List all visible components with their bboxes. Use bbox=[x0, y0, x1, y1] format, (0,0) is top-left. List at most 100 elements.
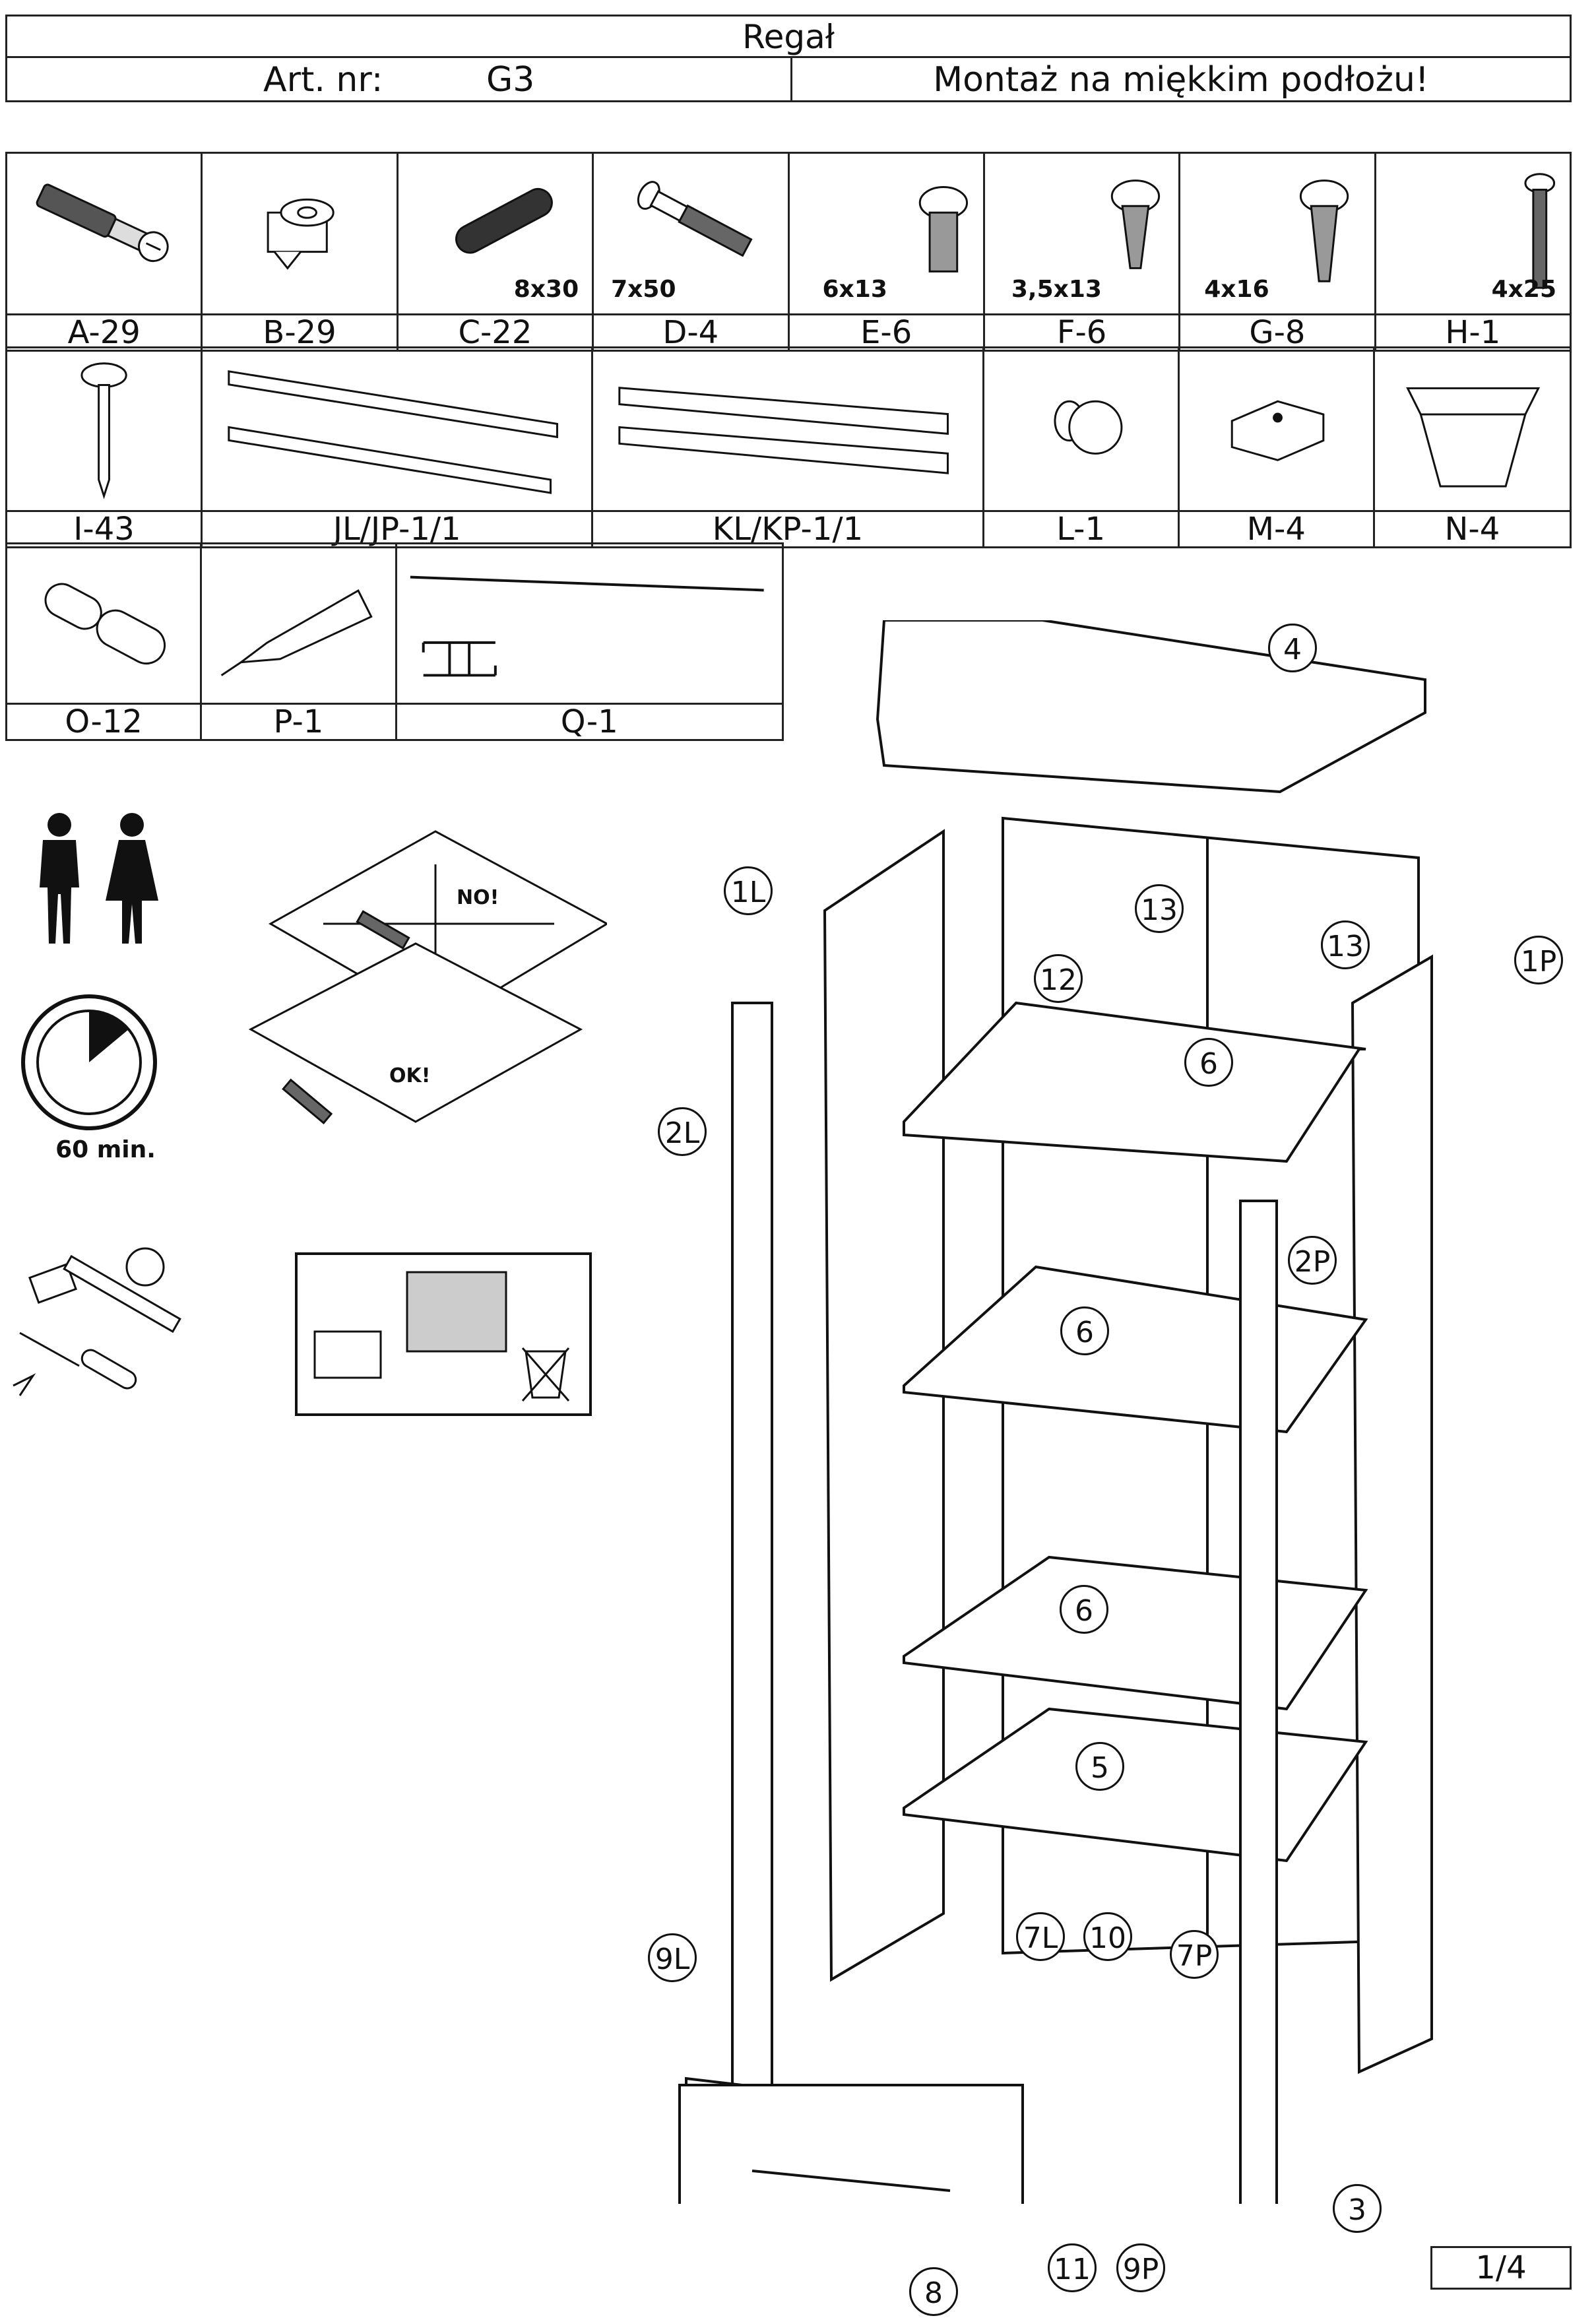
callout-7L: 7L bbox=[1016, 1912, 1065, 1961]
article-label: Art. nr: bbox=[263, 60, 383, 100]
nail-icon bbox=[80, 362, 127, 499]
drawer-runner-icon bbox=[618, 387, 949, 474]
part-cell-p bbox=[200, 542, 397, 705]
clock-icon bbox=[21, 994, 157, 1130]
hardware-table-row3: O-12 P-1 Q-1 bbox=[5, 542, 784, 742]
part-e-dimension: 6x13 bbox=[822, 275, 887, 303]
no-label: NO! bbox=[457, 886, 499, 909]
part-c-dimension: 8x30 bbox=[513, 275, 579, 303]
part-h-dimension: 4x25 bbox=[1491, 275, 1556, 303]
part-label-e: E-6 bbox=[787, 313, 985, 352]
glue-tube-icon bbox=[221, 589, 373, 676]
part-label-d: D-4 bbox=[592, 313, 790, 352]
part-g-dimension: 4x16 bbox=[1204, 275, 1269, 303]
callout-9L: 9L bbox=[648, 1933, 697, 1982]
part-cell-n bbox=[1372, 346, 1572, 512]
part-cell-k bbox=[591, 346, 984, 512]
callout-9P: 9P bbox=[1116, 2243, 1165, 2292]
callout-6c: 6 bbox=[1060, 1585, 1108, 1634]
header-divider bbox=[790, 58, 792, 100]
part-label-c: C-22 bbox=[396, 313, 594, 352]
article-row: Art. nr: G3 Montaż na miękkim podłożu! bbox=[5, 56, 1572, 102]
leg-icon bbox=[1405, 387, 1540, 488]
part-cell-o bbox=[5, 542, 203, 705]
front-leg-right bbox=[1239, 1200, 1278, 2204]
part-label-m: M-4 bbox=[1177, 509, 1375, 548]
front-leg-left bbox=[731, 1002, 773, 2126]
assembly-time: 60 min. bbox=[55, 1136, 156, 1163]
callout-2L: 2L bbox=[658, 1107, 707, 1156]
machine-screw-icon bbox=[1524, 173, 1555, 289]
callout-11: 11 bbox=[1048, 2243, 1097, 2292]
part-label-b: B-29 bbox=[201, 313, 399, 352]
part-cell-f: 3,5x13 bbox=[982, 152, 1181, 315]
hardware-table-row2: I-43 JL/JP-1/1 KL/KP-1/1 L-1 M-4 N-4 bbox=[5, 346, 1572, 548]
article-code: G3 bbox=[486, 60, 535, 100]
callout-3: 3 bbox=[1333, 2184, 1382, 2233]
part-cell-e: 6x13 bbox=[787, 152, 985, 315]
callout-6b: 6 bbox=[1060, 1306, 1109, 1355]
callout-1L: 1L bbox=[724, 866, 773, 915]
part-cell-d: 7x50 bbox=[592, 152, 790, 315]
part-cell-l bbox=[982, 346, 1180, 512]
part-label-n: N-4 bbox=[1372, 509, 1572, 548]
part-cell-h: 4x25 bbox=[1374, 152, 1572, 315]
part-label-f: F-6 bbox=[982, 313, 1181, 352]
part-cell-m bbox=[1177, 346, 1375, 512]
part-cell-i bbox=[5, 346, 203, 512]
instructions-box-icon bbox=[295, 1252, 592, 1416]
cam-lock-icon bbox=[267, 198, 335, 270]
drawer-front bbox=[678, 2084, 1024, 2204]
part-label-p: P-1 bbox=[200, 703, 397, 742]
callout-4: 4 bbox=[1268, 624, 1317, 672]
shelf-pin-icon bbox=[44, 583, 166, 664]
wood-screw-icon bbox=[1300, 179, 1349, 282]
drawer-slide-icon bbox=[228, 370, 559, 494]
callout-1P: 1P bbox=[1514, 936, 1563, 984]
part-d-dimension: 7x50 bbox=[611, 275, 676, 303]
assembly-note: Montaż na miękkim podłożu! bbox=[933, 60, 1429, 100]
part-label-a: A-29 bbox=[5, 313, 203, 352]
callout-12: 12 bbox=[1034, 954, 1083, 1003]
tools-icon bbox=[13, 1247, 181, 1396]
part-label-h: H-1 bbox=[1374, 313, 1572, 352]
part-label-o: O-12 bbox=[5, 703, 203, 742]
assembly-diagram bbox=[678, 620, 1433, 2204]
part-cell-a bbox=[5, 152, 203, 315]
part-label-l: L-1 bbox=[982, 509, 1180, 548]
callout-13b: 13 bbox=[1321, 920, 1370, 969]
document-title: Regał bbox=[742, 18, 835, 56]
screw-icon bbox=[918, 186, 968, 273]
ok-label: OK! bbox=[389, 1064, 431, 1087]
callout-13a: 13 bbox=[1135, 884, 1184, 933]
hammer-warning-icon bbox=[248, 830, 607, 1124]
callout-5: 5 bbox=[1075, 1742, 1124, 1791]
part-label-g: G-8 bbox=[1178, 313, 1376, 352]
hardware-table-row1: 8x30 7x50 6x13 bbox=[5, 152, 1572, 352]
rail-profile-icon bbox=[410, 575, 764, 677]
callout-7P: 7P bbox=[1170, 1930, 1219, 1979]
knob-icon bbox=[1054, 400, 1123, 455]
document-title-bar: Regał bbox=[5, 15, 1572, 58]
part-f-dimension: 3,5x13 bbox=[1011, 275, 1102, 303]
part-cell-j bbox=[201, 346, 594, 512]
bolt-icon bbox=[637, 181, 753, 257]
part-cell-b bbox=[201, 152, 399, 315]
cam-bolt-icon bbox=[36, 183, 169, 263]
callout-8: 8 bbox=[909, 2267, 958, 2316]
top-panel bbox=[876, 620, 1426, 794]
dowel-icon bbox=[455, 187, 553, 254]
part-label-q: Q-1 bbox=[395, 703, 784, 742]
callout-10: 10 bbox=[1083, 1912, 1132, 1961]
part-cell-c: 8x30 bbox=[396, 152, 594, 315]
side-panel-right bbox=[1351, 954, 1433, 2075]
part-cell-g: 4x16 bbox=[1178, 152, 1376, 315]
part-label-k: KL/KP-1/1 bbox=[591, 509, 984, 548]
callout-6a: 6 bbox=[1184, 1038, 1233, 1087]
foot-pad-icon bbox=[1230, 400, 1325, 461]
part-cell-q bbox=[395, 542, 784, 705]
page-number: 1/4 bbox=[1430, 2246, 1572, 2290]
callout-2P: 2P bbox=[1288, 1236, 1337, 1285]
wood-screw-icon bbox=[1110, 179, 1160, 269]
two-people-icon bbox=[40, 813, 158, 944]
